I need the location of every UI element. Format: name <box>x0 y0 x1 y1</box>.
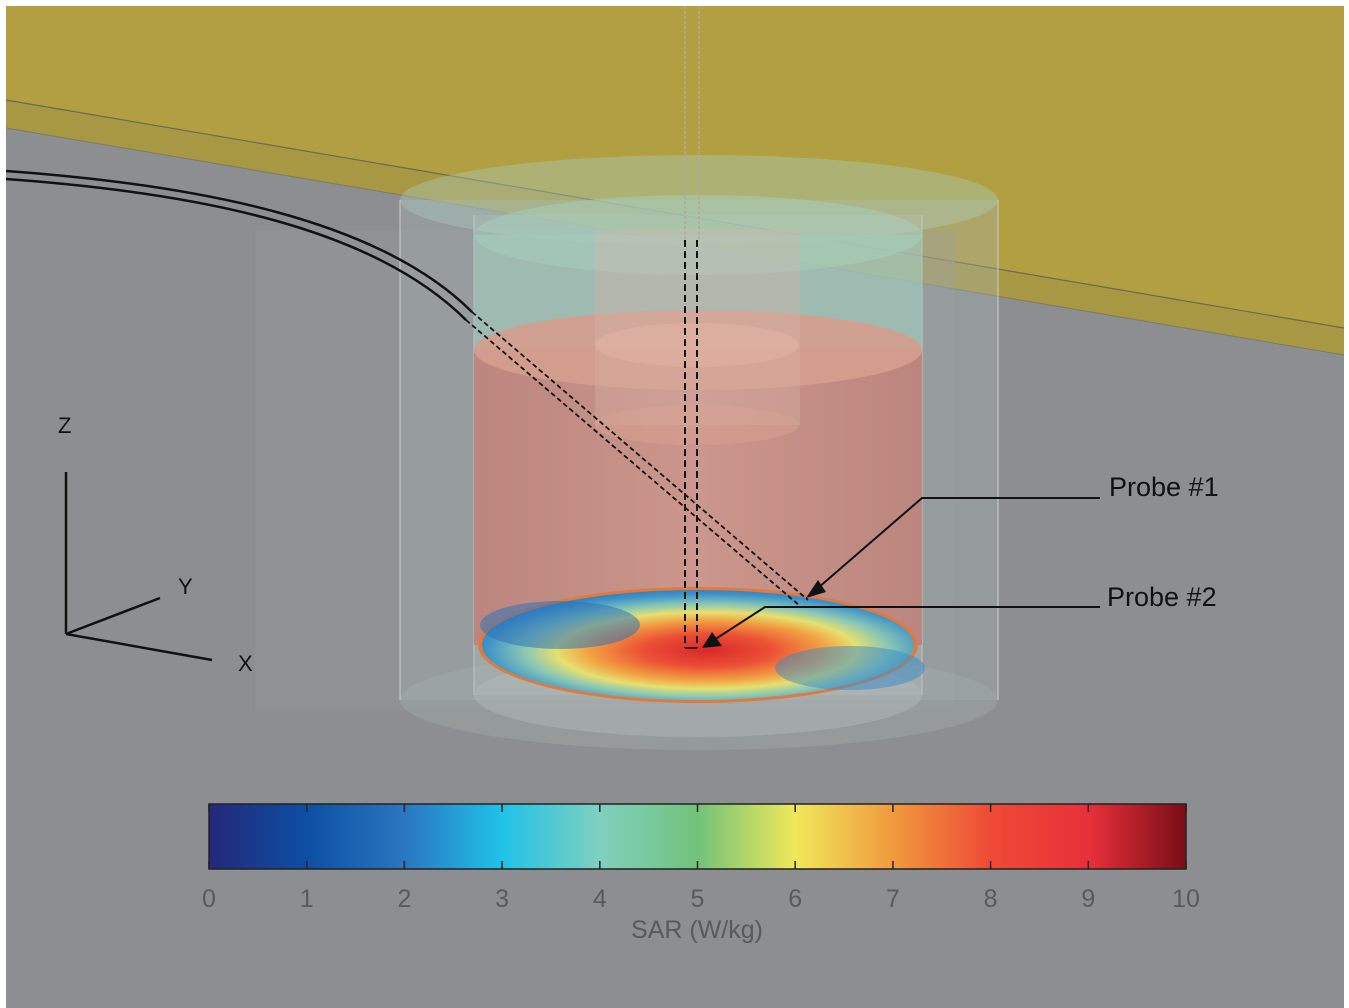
probe-2-line <box>684 240 698 649</box>
colorbar-tick-label: 3 <box>495 885 509 913</box>
colorbar-tick-label: 5 <box>691 885 705 913</box>
probe-1-arrowhead <box>806 580 826 598</box>
axis-label-x: X <box>238 651 253 676</box>
coordinate-axes: Z Y X <box>58 413 253 676</box>
colorbar-title: SAR (W/kg) <box>631 916 763 944</box>
sar-distribution-plane <box>478 587 925 703</box>
colorbar-ticks: 0 1 2 3 4 5 6 7 8 9 10 <box>202 804 1200 913</box>
colorbar-tick-label: 10 <box>1172 885 1200 913</box>
probe-1-annotation: Probe #1 <box>806 472 1219 598</box>
colorbar-tick-label: 6 <box>788 885 802 913</box>
probe-1-cable <box>5 169 809 607</box>
colorbar-tick-label: 9 <box>1081 885 1095 913</box>
colorbar-tick-label: 1 <box>300 885 314 913</box>
probe-2-label: Probe #2 <box>1107 582 1217 612</box>
colorbar-tick-label: 0 <box>202 885 216 913</box>
probe-2-arrowhead <box>702 632 722 648</box>
probe-1-label: Probe #1 <box>1109 472 1219 502</box>
colorbar-gradient <box>208 803 1187 870</box>
colorbar-tick-label: 4 <box>593 885 607 913</box>
axis-label-y: Y <box>178 574 193 599</box>
probe-2-annotation: Probe #2 <box>702 582 1217 648</box>
colorbar-tick-label: 8 <box>984 885 998 913</box>
axis-label-z: Z <box>58 413 71 438</box>
colorbar: 0 1 2 3 4 5 6 7 8 9 10 SAR (W/kg) <box>202 803 1200 944</box>
metal-plate <box>6 6 1344 328</box>
colorbar-tick-label: 2 <box>397 885 411 913</box>
colorbar-tick-label: 7 <box>886 885 900 913</box>
metal-plate-edge <box>6 100 1344 355</box>
